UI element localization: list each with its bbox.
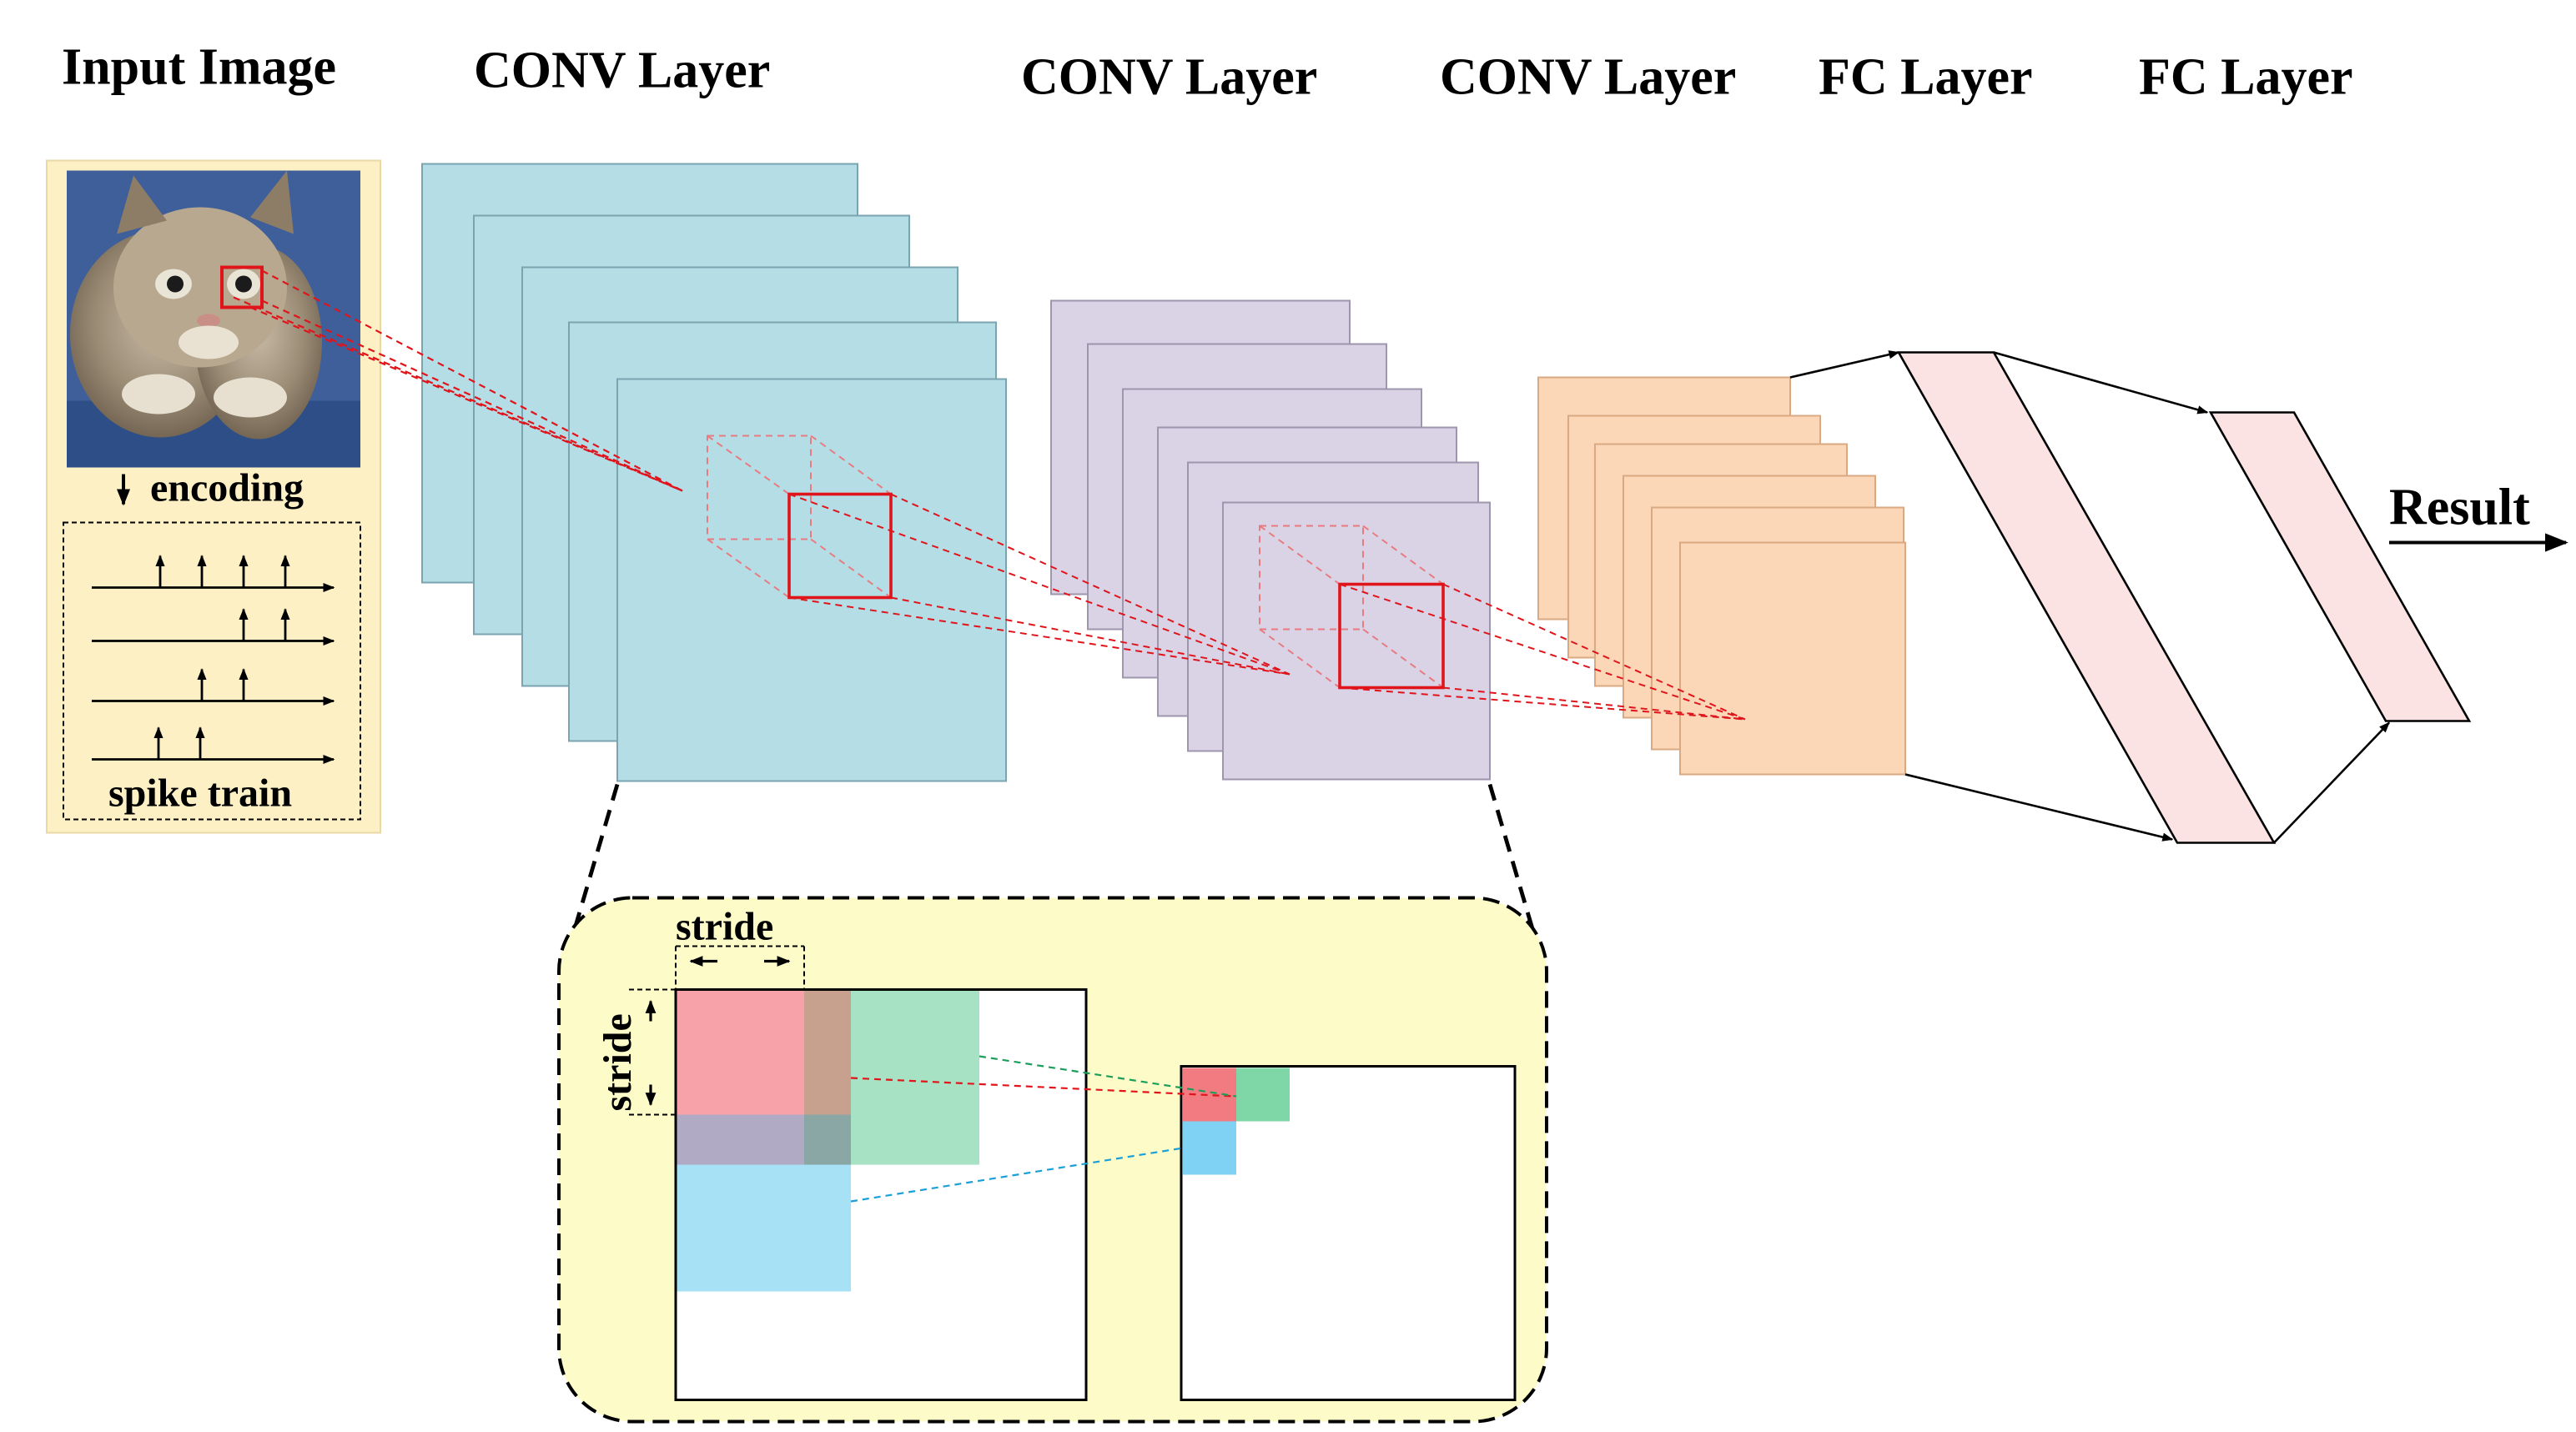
stride-horizontal-text: stride — [676, 905, 773, 949]
output-cell-blue — [1183, 1121, 1236, 1175]
fc-layer-1-title: FC Layer — [1819, 49, 2033, 106]
conv-layer-1-title: CONV Layer — [474, 43, 770, 99]
fc-layer-2-title: FC Layer — [2139, 49, 2353, 106]
conv-layer-2-title: CONV Layer — [1021, 49, 1317, 106]
stride-vertical-annotation: stride — [596, 988, 676, 1116]
stride-horizontal-annotation: stride — [675, 905, 805, 990]
input-panel: encoding spike train — [46, 159, 381, 834]
encoding-text: encoding — [150, 466, 304, 510]
stride-vertical-text: stride — [596, 1013, 640, 1111]
output-feature-map — [1180, 1065, 1517, 1401]
conv-layer-1-maps — [421, 163, 1007, 782]
conv-2-kernel-cube — [1259, 525, 1445, 690]
fc-connections — [1789, 350, 2390, 844]
spike-train-box: spike train — [63, 521, 361, 821]
output-cell-green — [1236, 1068, 1290, 1122]
conv-layer-3-title: CONV Layer — [1440, 49, 1736, 106]
result-label: Result — [2389, 480, 2530, 536]
kitten-photo — [67, 170, 360, 468]
zoom-guide-lines — [568, 783, 1539, 944]
conv-layer-2-maps — [1050, 299, 1491, 781]
conv-layer-3-maps — [1537, 376, 1906, 776]
conv-1-kernel-cube — [707, 435, 893, 600]
input-image-title: Input Image — [62, 39, 336, 96]
spike-train-text: spike train — [108, 771, 292, 816]
fc-layer-2 — [2208, 411, 2472, 722]
convolution-zoom-panel: stride stride — [557, 896, 1548, 1424]
encoding-label: encoding — [117, 466, 304, 510]
receptive-field-projections — [233, 269, 683, 492]
